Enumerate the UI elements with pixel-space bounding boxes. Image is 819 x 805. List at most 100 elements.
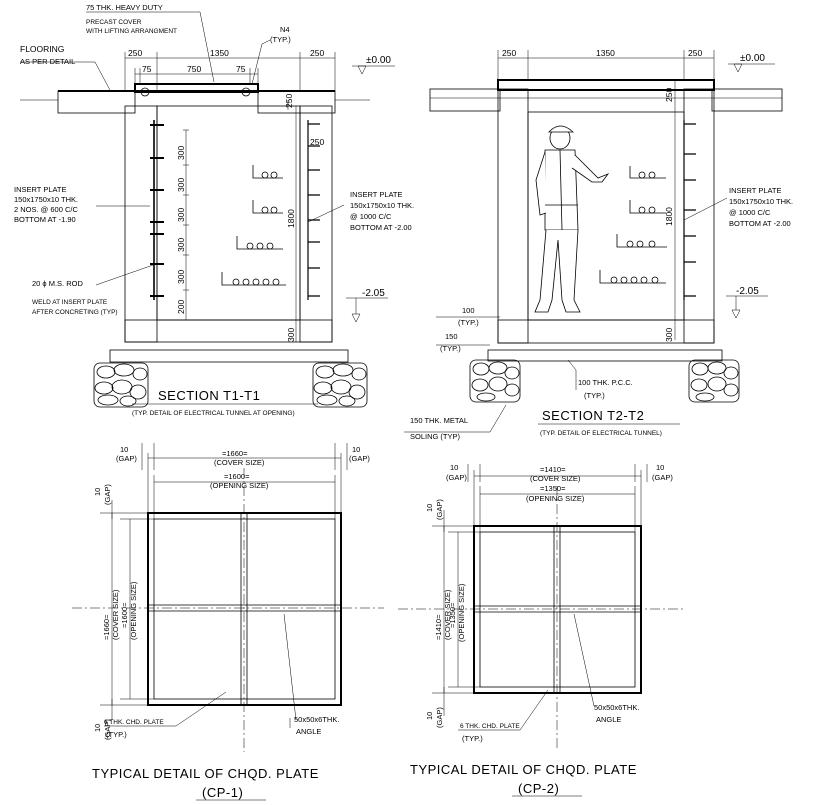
t1-dim-250-right: 250 — [310, 48, 324, 58]
cp1-angle-frame — [148, 513, 341, 705]
t2-pcc-note-2: (TYP.) — [584, 391, 605, 400]
t2-dim-300: 300 — [664, 328, 674, 342]
cp1-angle-note-1: 50x50x6THK. — [294, 715, 339, 724]
cp2-opening-dim: =1350= — [540, 484, 566, 493]
cp2-opening-label: (OPENING SIZE) — [526, 494, 585, 503]
section-t1: 75 THK. HEAVY DUTY PRECAST COVER WITH LI… — [14, 3, 414, 417]
t1-dim-250-side: 250 — [284, 94, 294, 108]
t1-level-top: ±0.00 — [366, 55, 391, 66]
plate-cp1: 10 (GAP) 10 (GAP) =1660= (COVER SIZE) =1… — [72, 443, 384, 801]
cp1-code: (CP-1) — [202, 785, 243, 800]
t1-rod-note-2: WELD AT INSERT PLATE — [32, 299, 108, 306]
t1-rod-note-3: AFTER CONCRETING (TYP) — [32, 309, 118, 316]
cp2-cover-dim: =1410= — [540, 465, 566, 474]
cp1-title: TYPICAL DETAIL OF CHQD. PLATE — [92, 766, 319, 781]
t2-dimensions — [436, 50, 715, 346]
t1-lifting-hook-left — [140, 87, 150, 97]
cp2-leaders — [458, 613, 595, 731]
t1-dim-750: 750 — [187, 64, 201, 74]
cp2-plate-note-1: 6 THK. CHD. PLATE — [460, 723, 520, 730]
cp1-opening-dim: =1600= — [224, 472, 250, 481]
cp1-cover-label-v: (COVER SIZE) — [111, 589, 120, 640]
cp1-gap-bottom: 10 — [93, 724, 102, 732]
t2-leaders — [404, 197, 728, 433]
t1-insert-right-2: 150x1750x10 THK. — [350, 201, 414, 210]
cp1-plate — [147, 512, 342, 706]
t2-dim-150: 150 — [445, 332, 458, 341]
t2-dim-100: 100 — [462, 306, 475, 315]
cp2-gap-left-label: (GAP) — [446, 473, 467, 482]
cp2-gap-bottom: 10 — [425, 712, 434, 720]
t2-dim-1800: 1800 — [664, 207, 674, 226]
cp1-cover-dim-v: =1660= — [102, 614, 111, 640]
t1-concrete — [20, 83, 370, 363]
t2-labels: 250 1350 250 ±0.00 -2.05 250 1800 300 IN… — [410, 48, 793, 441]
cp2-angle-frame — [474, 526, 641, 693]
cp2-gap-top: 10 — [425, 504, 434, 512]
cp1-cover-dim: =1660= — [222, 449, 248, 458]
cp2-plate-note-2: (TYP.) — [462, 734, 483, 743]
t1-spacing-5: 300 — [176, 270, 186, 284]
cp1-cover-label: (COVER SIZE) — [214, 458, 265, 467]
t2-typ-2: (TYP.) — [440, 344, 461, 353]
cp1-gap-top: 10 — [93, 488, 102, 496]
t2-subtitle: (TYP. DETAIL OF ELECTRICAL TUNNEL) — [540, 430, 662, 437]
cp1-gap-left-label: (GAP) — [116, 454, 137, 463]
t1-spacing-3: 300 — [176, 208, 186, 222]
t2-level-bottom: -2.05 — [736, 286, 759, 297]
cp2-gap-top-label: (GAP) — [435, 499, 444, 520]
cp2-cover-label: (COVER SIZE) — [530, 474, 581, 483]
cp2-title: TYPICAL DETAIL OF CHQD. PLATE — [410, 762, 637, 777]
cp2-labels: 10 (GAP) 10 (GAP) =1410= (COVER SIZE) =1… — [410, 463, 673, 797]
t1-dim-250-inner: 250 — [310, 137, 324, 147]
cp2-angle-note-2: ANGLE — [596, 715, 621, 724]
t2-insert-right-1: INSERT PLATE — [729, 186, 782, 195]
cp1-gap-left: 10 — [120, 445, 128, 454]
cp1-leaders — [104, 613, 297, 728]
cp2-code: (CP-2) — [518, 781, 559, 796]
t1-dim-1350: 1350 — [210, 48, 229, 58]
t2-human-figure — [534, 125, 610, 313]
plate-cp2: 10 (GAP) 10 (GAP) =1410= (COVER SIZE) =1… — [398, 463, 684, 797]
t1-dim-250-left: 250 — [128, 48, 142, 58]
t1-dim-300-bottom: 300 — [286, 328, 296, 342]
cp2-opening-label-v: (OPENING SIZE) — [457, 583, 466, 642]
t1-dimensions — [124, 52, 336, 342]
cp2-angle-note-1: 50x50x6THK. — [594, 703, 639, 712]
cp1-gap-top-label: (GAP) — [103, 484, 112, 505]
t1-cover-note-3: WITH LIFTING ARRANGMENT — [86, 28, 177, 35]
cp2-plate — [473, 525, 642, 694]
t1-level-bottom: -2.05 — [362, 288, 385, 299]
t2-dim-250: 250 — [664, 88, 674, 102]
t1-dim-1800: 1800 — [286, 209, 296, 228]
cp1-plate-note-1: 6 THK. CHD. PLATE — [104, 719, 164, 726]
t1-lifting-hook-right — [241, 87, 251, 97]
t2-pcc-note-1: 100 THK. P.C.C. — [578, 378, 633, 387]
t1-insert-right-1: INSERT PLATE — [350, 190, 403, 199]
t2-dim-250-right: 250 — [688, 48, 702, 58]
section-t2: 250 1350 250 ±0.00 -2.05 250 1800 300 IN… — [404, 48, 793, 441]
t1-spacing-2: 300 — [176, 178, 186, 192]
t1-insert-left-3: 2 NOS. @ 600 C/C — [14, 205, 78, 214]
t2-soling-2: SOLING (TYP) — [410, 432, 461, 441]
cp2-centerlines — [398, 486, 684, 748]
cp1-gap-right: 10 — [352, 445, 360, 454]
t1-insert-left-2: 150x1750x10 THK. — [14, 195, 78, 204]
cp1-opening-label: (OPENING SIZE) — [210, 481, 269, 490]
t1-insert-left-1: INSERT PLATE — [14, 185, 67, 194]
t1-n4: N4 — [280, 25, 290, 34]
t1-spacing-6: 200 — [176, 300, 186, 314]
t2-soling-1: 150 THK. METAL — [410, 416, 468, 425]
cp1-dimensions — [100, 443, 348, 720]
t1-spacing-1: 300 — [176, 146, 186, 160]
cp1-gap-right-label: (GAP) — [349, 454, 370, 463]
t1-soling — [93, 362, 368, 408]
cp1-plate-note-2: (TYP.) — [106, 730, 127, 739]
t2-dim-250-left: 250 — [502, 48, 516, 58]
t1-insert-left-4: BOTTOM AT -1.90 — [14, 215, 76, 224]
t2-rods — [683, 120, 696, 300]
cp2-gap-right: 10 — [656, 463, 664, 472]
t1-n4-typ: (TYP.) — [270, 35, 291, 44]
t1-spacing-4: 300 — [176, 238, 186, 252]
